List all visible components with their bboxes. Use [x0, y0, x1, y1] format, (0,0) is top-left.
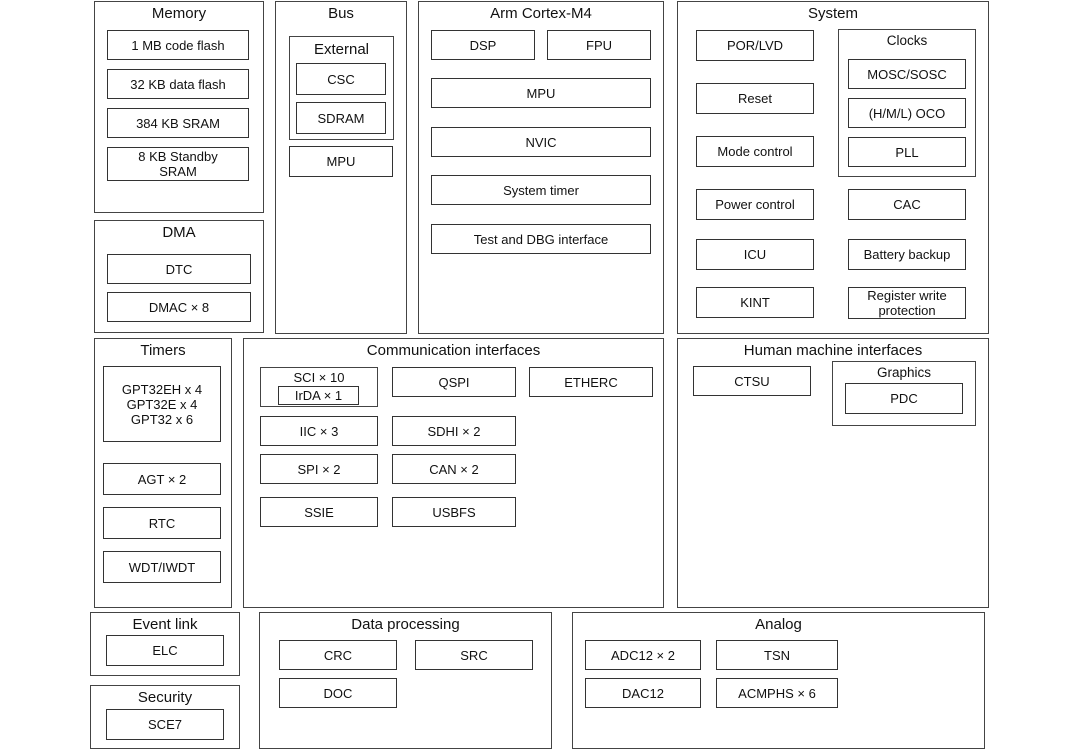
qspi-block: QSPI: [392, 367, 516, 397]
battery-backup-block: Battery backup: [848, 239, 966, 270]
test-dbg-block: Test and DBG interface: [431, 224, 651, 254]
dtc-block: DTC: [107, 254, 251, 284]
adc12-block: ADC12 × 2: [585, 640, 701, 670]
human-machine-interfaces-title: Human machine interfaces: [743, 342, 923, 359]
ssie-block: SSIE: [260, 497, 378, 527]
analog-title: Analog: [755, 616, 802, 633]
acmphs-block: ACMPHS × 6: [716, 678, 838, 708]
pdc-block: PDC: [845, 383, 963, 414]
doc-block: DOC: [279, 678, 397, 708]
wdt-iwdt-block: WDT/IWDT: [103, 551, 221, 583]
code-flash-block: 1 MB code flash: [107, 30, 249, 60]
system-title: System: [807, 5, 858, 22]
csc-block: CSC: [296, 63, 386, 95]
reset-block: Reset: [696, 83, 814, 114]
por-lvd-block: POR/LVD: [696, 30, 814, 61]
communication-interfaces-title: Communication interfaces: [366, 342, 541, 359]
sdhi-block: SDHI × 2: [392, 416, 516, 446]
tsn-block: TSN: [716, 640, 838, 670]
irda-block: IrDA × 1: [278, 386, 359, 405]
mode-control-block: Mode control: [696, 136, 814, 167]
bus-external-title: External: [313, 41, 370, 58]
sci-label: SCI × 10: [293, 370, 345, 385]
mosc-sosc-block: MOSC/SOSC: [848, 59, 966, 89]
standby-sram-block: 8 KB Standby SRAM: [107, 147, 249, 181]
cortex-mpu-block: MPU: [431, 78, 651, 108]
src-block: SRC: [415, 640, 533, 670]
etherc-block: ETHERC: [529, 367, 653, 397]
kint-block: KINT: [696, 287, 814, 318]
register-write-protection-block: Register write protection: [848, 287, 966, 319]
timers-title: Timers: [140, 342, 186, 359]
power-control-block: Power control: [696, 189, 814, 220]
dac12-block: DAC12: [585, 678, 701, 708]
crc-block: CRC: [279, 640, 397, 670]
dsp-block: DSP: [431, 30, 535, 60]
data-flash-block: 32 KB data flash: [107, 69, 249, 99]
system-timer-block: System timer: [431, 175, 651, 205]
oco-block: (H/M/L) OCO: [848, 98, 966, 128]
gpt-block: GPT32EH x 4 GPT32E x 4 GPT32 x 6: [103, 366, 221, 442]
iic-block: IIC × 3: [260, 416, 378, 446]
sram-block: 384 KB SRAM: [107, 108, 249, 138]
pll-block: PLL: [848, 137, 966, 167]
bus-title: Bus: [328, 5, 354, 22]
icu-block: ICU: [696, 239, 814, 270]
rtc-block: RTC: [103, 507, 221, 539]
bus-mpu-block: MPU: [289, 146, 393, 177]
data-processing-title: Data processing: [351, 616, 460, 633]
event-link-title: Event link: [132, 616, 198, 633]
dma-title: DMA: [162, 224, 196, 241]
sdram-block: SDRAM: [296, 102, 386, 134]
ctsu-block: CTSU: [693, 366, 811, 396]
clocks-title: Clocks: [886, 33, 928, 48]
nvic-block: NVIC: [431, 127, 651, 157]
can-block: CAN × 2: [392, 454, 516, 484]
spi-block: SPI × 2: [260, 454, 378, 484]
dmac-block: DMAC × 8: [107, 292, 251, 322]
cortex-m4-title: Arm Cortex-M4: [490, 5, 592, 22]
graphics-title: Graphics: [876, 365, 932, 380]
fpu-block: FPU: [547, 30, 651, 60]
usbfs-block: USBFS: [392, 497, 516, 527]
agt-block: AGT × 2: [103, 463, 221, 495]
memory-title: Memory: [151, 5, 207, 22]
security-title: Security: [137, 689, 193, 706]
sce7-block: SCE7: [106, 709, 224, 740]
elc-block: ELC: [106, 635, 224, 666]
cac-block: CAC: [848, 189, 966, 220]
